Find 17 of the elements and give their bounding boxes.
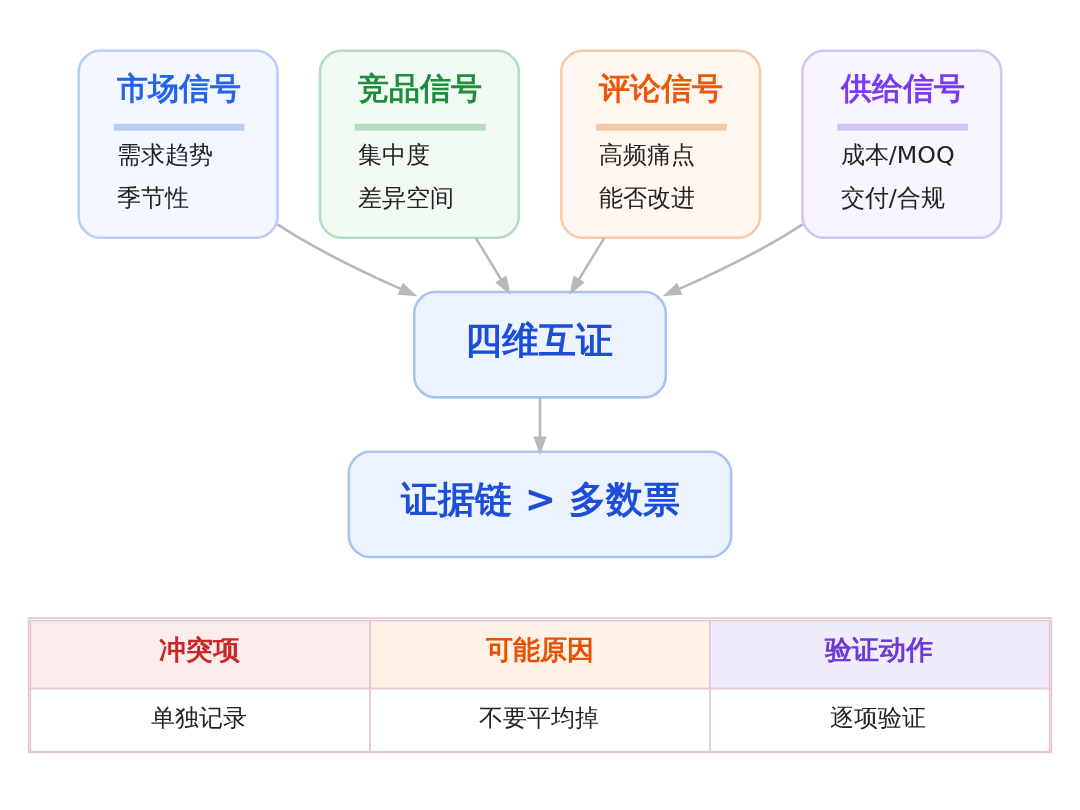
- label: 逐项验证: [830, 704, 927, 733]
- label: 不要平均掉: [478, 704, 599, 733]
- label: 可能原因: [485, 634, 594, 666]
- label: 冲突项: [159, 634, 241, 666]
- node-box: 竞品信号 集中度 差异空间: [318, 49, 521, 239]
- node-box: 供给信号 成本/MOQ 交付/合规: [801, 49, 1003, 239]
- node-box: 证据链 > 多数票: [347, 450, 733, 559]
- label: 验证动作: [825, 634, 934, 666]
- arrow: [662, 223, 804, 297]
- arrow: [569, 237, 606, 295]
- arrow: [533, 397, 547, 456]
- node-box: 市场信号 需求趋势 季节性: [77, 49, 279, 239]
- label: 单独记录: [150, 704, 247, 733]
- node-box: 四维互证: [413, 290, 667, 399]
- arrow: [474, 237, 511, 295]
- node-box: 评论信号 高频痛点 能否改进: [559, 49, 762, 239]
- arrow: [276, 223, 418, 297]
